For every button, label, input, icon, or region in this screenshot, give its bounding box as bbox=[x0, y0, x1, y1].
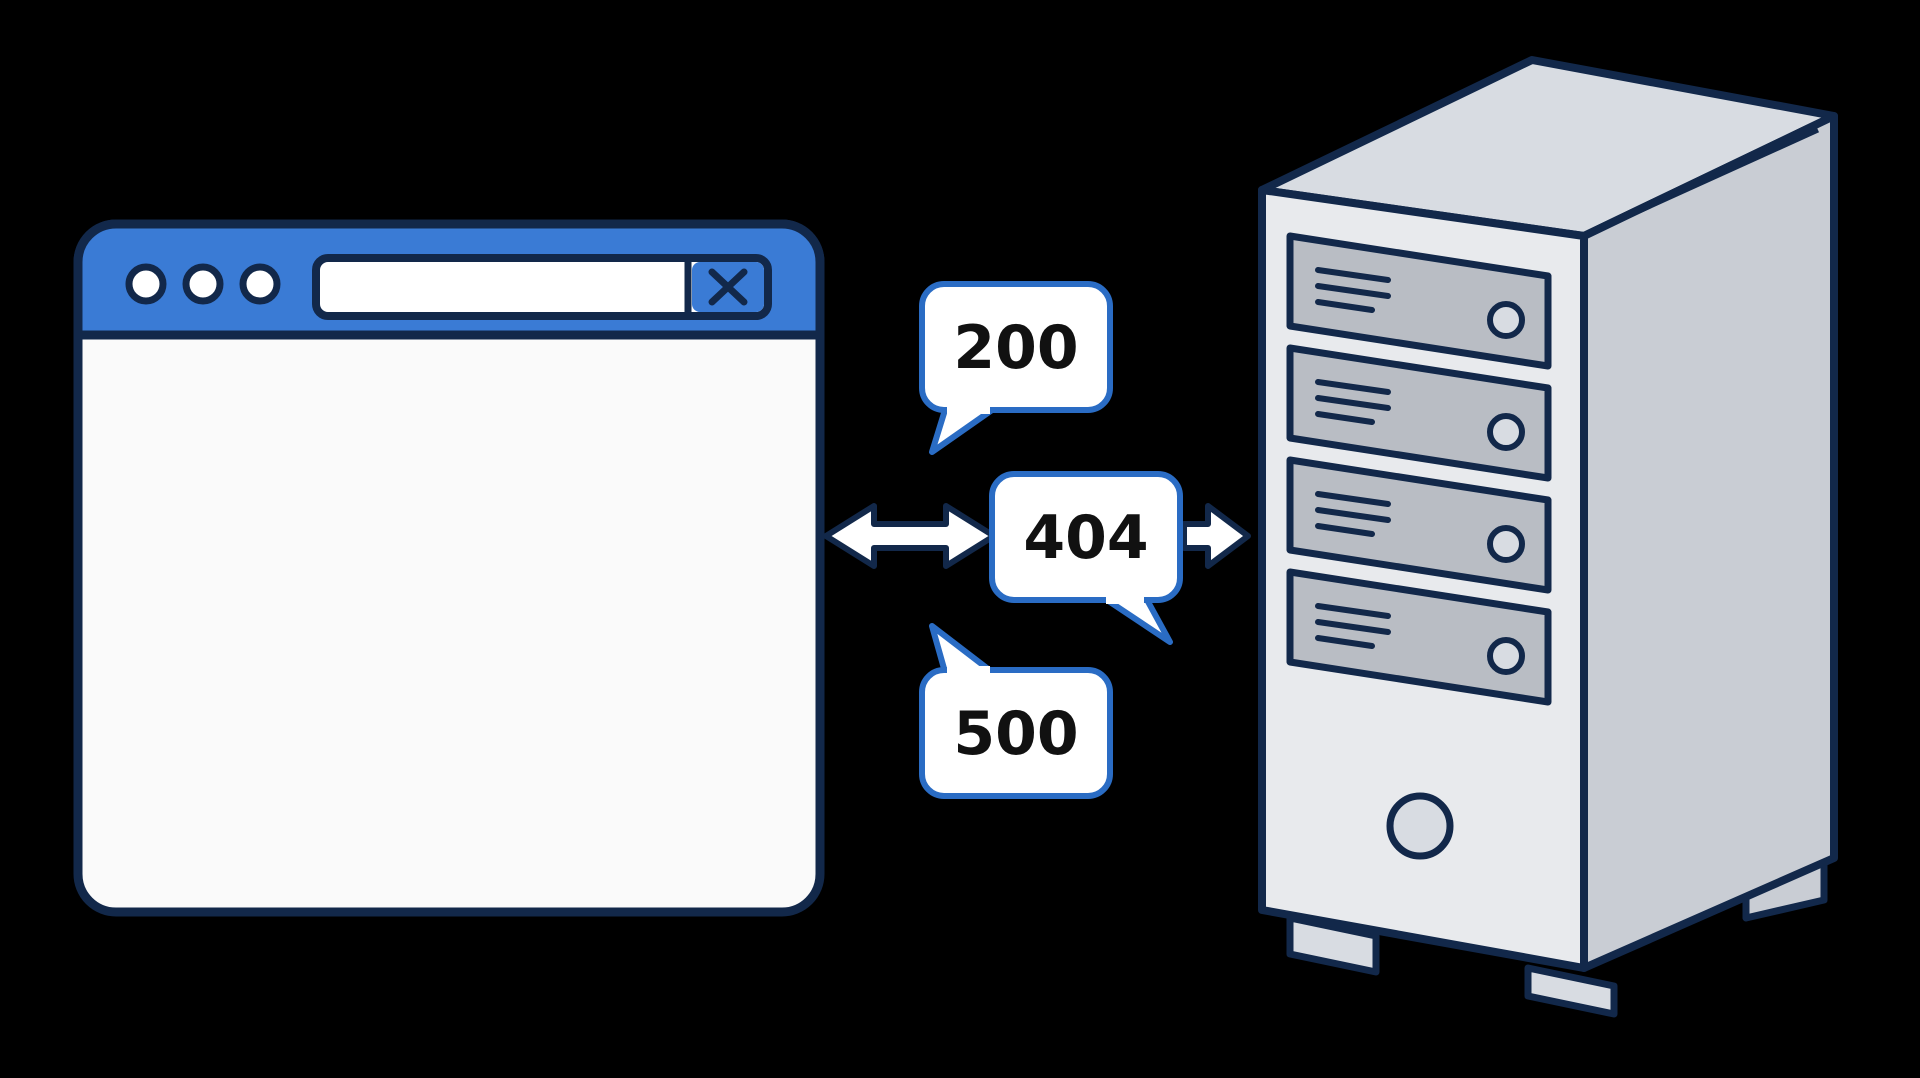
status-bubble-200: 200 bbox=[919, 281, 1113, 455]
server-side bbox=[1580, 112, 1838, 972]
drive-led-icon bbox=[1487, 637, 1525, 675]
browser-window-icon bbox=[73, 219, 825, 917]
server-edge-highlight bbox=[1582, 127, 1820, 239]
drive-bay[interactable] bbox=[1286, 456, 1552, 594]
server-foot bbox=[1286, 914, 1380, 976]
drive-led-icon bbox=[1487, 413, 1525, 451]
close-icon[interactable] bbox=[692, 262, 764, 312]
window-dot-icon[interactable] bbox=[182, 263, 224, 305]
status-bubble-404: 404 bbox=[989, 471, 1183, 645]
window-dot-icon[interactable] bbox=[125, 263, 167, 305]
power-button-icon[interactable] bbox=[1386, 792, 1454, 860]
drive-bay[interactable] bbox=[1286, 344, 1552, 482]
server-foot bbox=[1524, 964, 1618, 1018]
window-dot-icon[interactable] bbox=[239, 263, 281, 305]
drive-bay[interactable] bbox=[1286, 232, 1552, 370]
drive-led-icon bbox=[1487, 525, 1525, 563]
drive-bay[interactable] bbox=[1286, 568, 1552, 706]
server-tower-icon bbox=[1258, 56, 1838, 1018]
status-code-label: 200 bbox=[953, 313, 1078, 383]
status-code-label: 500 bbox=[953, 699, 1078, 769]
drive-led-icon bbox=[1487, 301, 1525, 339]
right-arrow-icon bbox=[1181, 503, 1251, 569]
double-arrow-icon bbox=[823, 503, 997, 569]
status-bubble-500: 500 bbox=[919, 623, 1113, 799]
status-code-label: 404 bbox=[1023, 503, 1148, 573]
address-bar[interactable] bbox=[312, 254, 772, 320]
